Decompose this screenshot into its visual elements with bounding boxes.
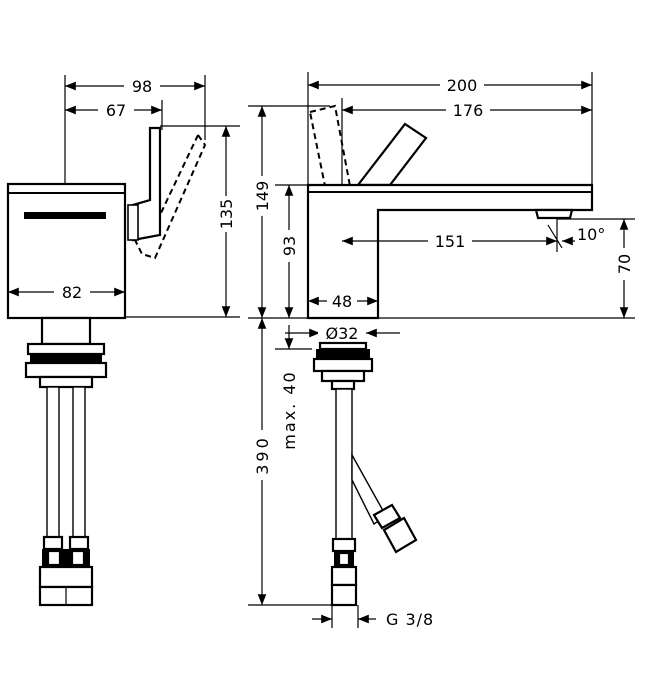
side-view: 98 67 135 82 [6, 75, 240, 607]
dim-label-max40: max. 40 [280, 370, 299, 449]
side-aerator [24, 212, 106, 219]
dim-label-149: 149 [253, 181, 272, 212]
dim-label-390: 390 [253, 435, 272, 475]
dim-label-98: 98 [132, 77, 152, 96]
dim-label-200: 200 [447, 76, 478, 95]
dim-label-135: 135 [217, 199, 236, 230]
dim-label-70: 70 [615, 254, 634, 274]
dim-label-93: 93 [280, 236, 299, 256]
dim-label-48: 48 [332, 292, 352, 311]
dim-label-g38: G 3/8 [386, 610, 434, 629]
front-lever [355, 122, 428, 187]
dim-label-82: 82 [62, 283, 82, 302]
dim-label-67: 67 [106, 101, 126, 120]
front-view: 200 176 149 93 151 10° 70 [248, 72, 635, 629]
front-lever-dashed [308, 104, 352, 187]
dim-label-176: 176 [453, 101, 484, 120]
dim-label-151: 151 [435, 232, 466, 251]
angled-hose [351, 452, 387, 526]
side-lever-dashed [134, 134, 207, 260]
dim-label-10deg: 10° [577, 225, 605, 244]
dim-label-diameter: Ø32 [326, 324, 359, 343]
